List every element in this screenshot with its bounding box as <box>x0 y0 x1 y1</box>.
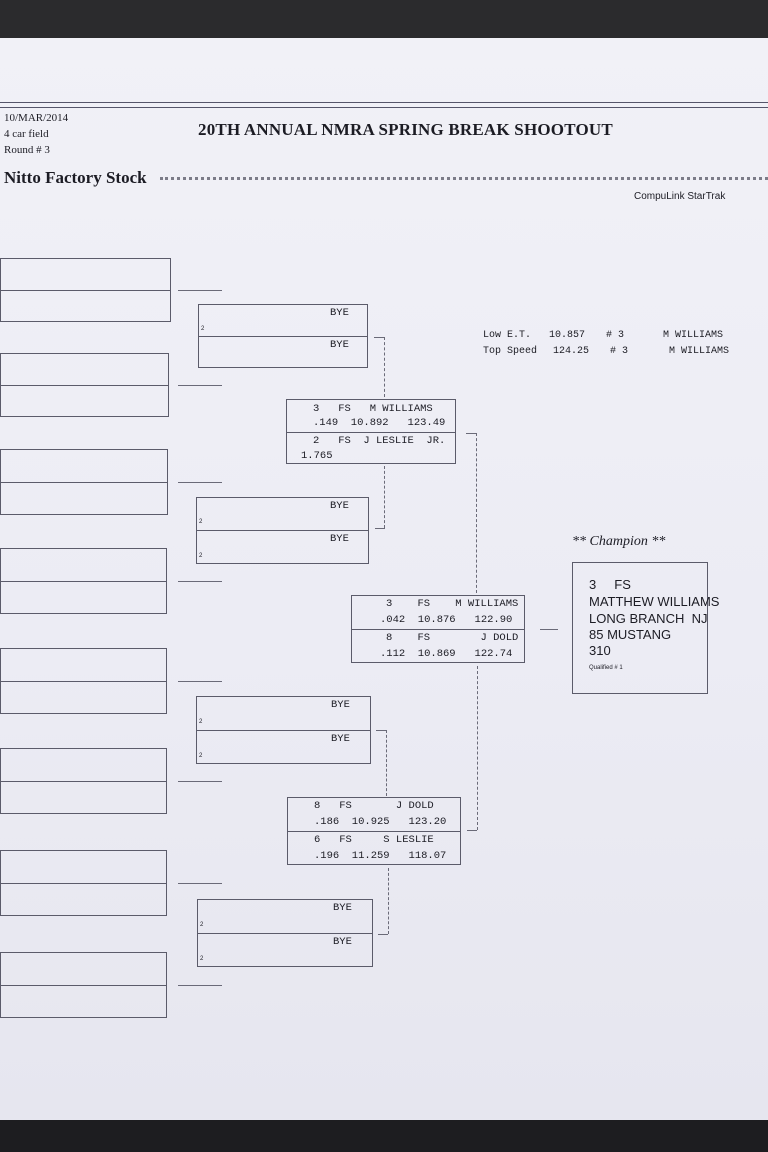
connector <box>178 883 222 884</box>
bye-label: BYE <box>330 307 349 319</box>
champion-heading: ** Champion ** <box>572 534 666 549</box>
connector <box>178 985 222 986</box>
connector <box>374 337 384 338</box>
racer-line: 8 FS J DOLD <box>314 800 434 812</box>
round1-box <box>0 353 169 417</box>
connector <box>178 681 222 682</box>
racer-line: 3 FS M WILLIAMS <box>313 403 433 415</box>
racer-line: 8 FS J DOLD <box>386 632 519 644</box>
seed-number: 2 <box>199 753 203 759</box>
dashed-connector <box>388 868 389 934</box>
class-name: Nitto Factory Stock <box>4 168 147 187</box>
connector <box>178 781 222 782</box>
top-speed-name: M WILLIAMS <box>669 346 730 357</box>
dashed-connector <box>384 337 385 397</box>
connector <box>466 433 476 434</box>
field-size: 4 car field <box>4 128 49 140</box>
champion-name: MATTHEW WILLIAMS <box>589 594 720 609</box>
round2-match: BYE 2 BYE 2 <box>196 497 369 564</box>
top-speed-label: Top Speed <box>483 346 538 357</box>
round1-box <box>0 648 167 714</box>
low-et-label: Low E.T. <box>483 330 532 341</box>
low-et-name: M WILLIAMS <box>663 330 724 341</box>
dashed-connector <box>476 433 477 593</box>
dashed-connector <box>477 666 478 830</box>
racer-line: 2 FS J LESLIE JR. <box>313 435 446 447</box>
champion-qualified: Qualified # 1 <box>589 665 623 671</box>
low-et-number: # 3 <box>606 330 625 341</box>
connector <box>375 528 385 529</box>
connector <box>178 385 222 386</box>
bracket-sheet <box>0 38 768 1120</box>
racer-line: 3 FS M WILLIAMS <box>386 598 519 610</box>
champion-box: 3 FS MATTHEW WILLIAMS LONG BRANCH NJ 85 … <box>572 562 719 694</box>
seed-number: 2 <box>201 326 205 332</box>
connector <box>178 581 222 582</box>
champion-number: 3 FS <box>589 577 631 592</box>
header-frame-line <box>0 102 768 108</box>
bye-label: BYE <box>330 339 349 351</box>
dashed-connector <box>384 466 385 528</box>
connector <box>178 482 222 483</box>
run-line: .149 10.892 123.49 <box>313 417 446 429</box>
seed-number: 2 <box>200 922 204 928</box>
round1-box <box>0 258 171 322</box>
run-line: 1.765 <box>301 450 333 462</box>
dashed-connector <box>386 730 387 796</box>
top-speed-number: # 3 <box>610 346 629 357</box>
run-line: .042 10.876 122.90 <box>380 614 513 626</box>
bye-label: BYE <box>333 936 352 948</box>
round2-match: BYE 2 BYE 2 <box>197 899 373 967</box>
event-title: 20TH ANNUAL NMRA SPRING BREAK SHOOTOUT <box>198 120 613 139</box>
connector <box>378 934 388 935</box>
run-line: .196 11.259 118.07 <box>314 850 447 862</box>
vendor-label: CompuLink StarTrak <box>634 191 726 202</box>
low-et-value: 10.857 <box>549 330 586 341</box>
champion-hometown: LONG BRANCH NJ <box>589 611 708 626</box>
round1-box <box>0 548 167 614</box>
round-number: Round # 3 <box>4 144 50 156</box>
seed-number: 2 <box>199 719 203 725</box>
racer-line: 6 FS S LESLIE <box>314 834 434 846</box>
champion-extra: 310 <box>589 643 611 658</box>
bye-label: BYE <box>333 902 352 914</box>
connector <box>540 629 558 630</box>
bye-label: BYE <box>330 500 349 512</box>
event-date: 10/MAR/2014 <box>4 112 69 124</box>
top-speed-value: 124.25 <box>553 346 590 357</box>
round1-box <box>0 952 167 1018</box>
final-match: 3 FS M WILLIAMS .042 10.876 122.90 8 FS … <box>351 595 525 663</box>
seed-number: 2 <box>200 956 204 962</box>
background-edge <box>0 1120 768 1152</box>
semifinal-match: 8 FS J DOLD .186 10.925 123.20 6 FS S LE… <box>287 797 461 865</box>
dotted-divider <box>160 177 768 180</box>
semifinal-match: 3 FS M WILLIAMS .149 10.892 123.49 2 FS … <box>286 399 456 464</box>
seed-number: 2 <box>199 553 203 559</box>
round1-box <box>0 449 168 515</box>
champion-car: 85 MUSTANG <box>589 627 672 642</box>
connector <box>467 830 477 831</box>
bye-label: BYE <box>331 699 350 711</box>
round2-match: BYE 2 BYE 2 <box>196 696 371 764</box>
round1-box <box>0 850 167 916</box>
bye-label: BYE <box>330 533 349 545</box>
run-line: .112 10.869 122.74 <box>380 648 513 660</box>
connector <box>178 290 222 291</box>
seed-number: 2 <box>199 519 203 525</box>
connector <box>376 730 386 731</box>
bye-label: BYE <box>331 733 350 745</box>
run-line: .186 10.925 123.20 <box>314 816 447 828</box>
round1-box <box>0 748 167 814</box>
round2-match: BYE 2 BYE <box>198 304 368 368</box>
